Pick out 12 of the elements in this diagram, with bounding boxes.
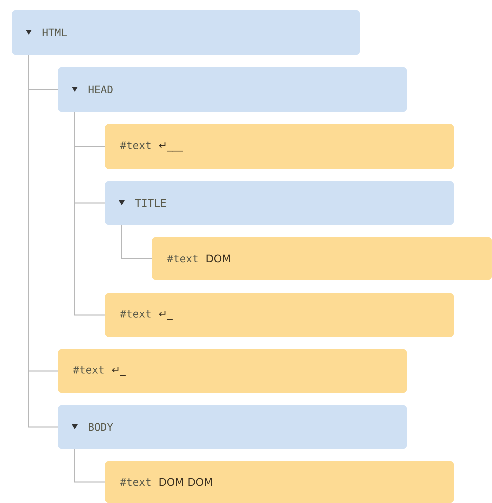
element-node-box: HEAD: [58, 67, 408, 112]
element-node-box: BODY: [58, 405, 408, 450]
element-node-box: TITLE: [105, 181, 454, 226]
tree-connector: [74, 112, 106, 316]
element-node-box: HTML: [12, 10, 360, 56]
text-node-box: #text DOM: [152, 237, 492, 280]
text-node-box: #text ↵___: [105, 124, 454, 170]
tree-connector: [74, 448, 106, 483]
text-node-box: #text ↵_: [105, 293, 454, 338]
text-node-box: #text DOM DOM: [105, 461, 454, 503]
text-node-box: #text ↵_: [58, 349, 408, 394]
tree-connector: [122, 224, 152, 260]
